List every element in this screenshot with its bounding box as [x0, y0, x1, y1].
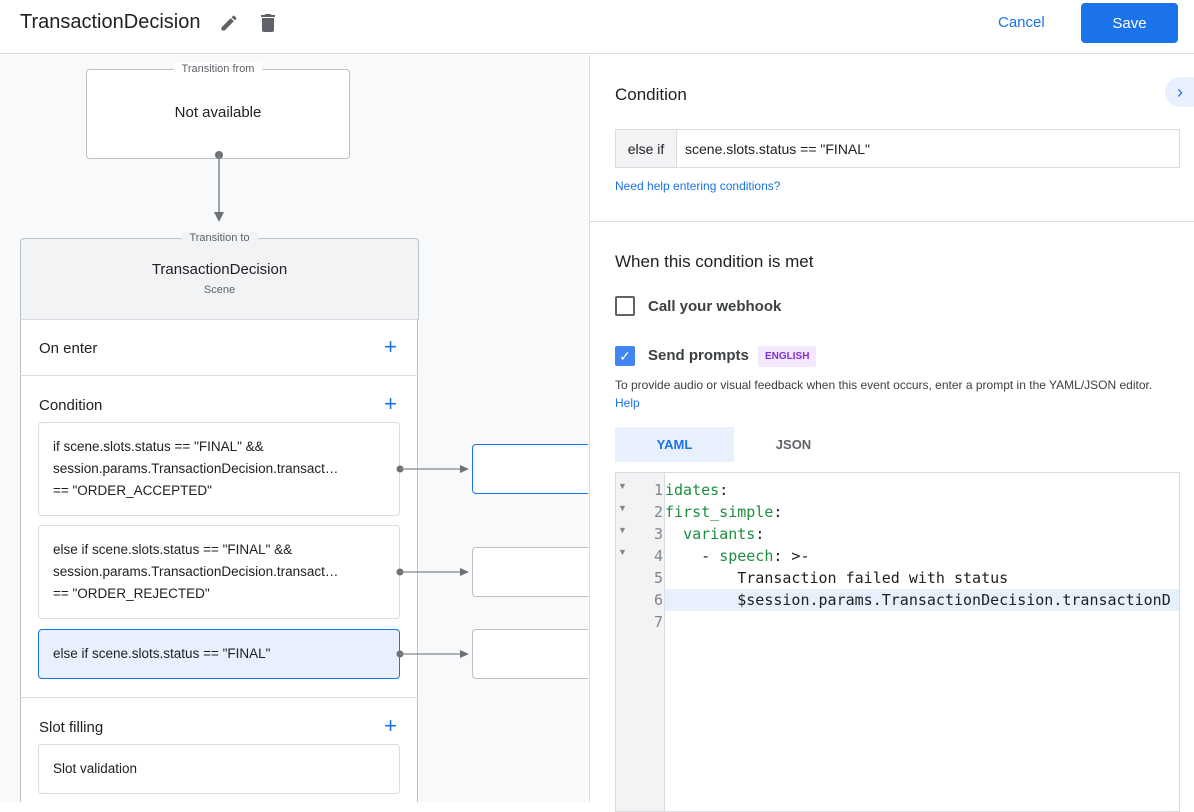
code-line: $session.params.TransactionDecision.tran… — [665, 591, 1171, 609]
line-number: 7 — [653, 613, 663, 631]
editor-gutter — [616, 473, 665, 811]
tab-json[interactable]: JSON — [775, 437, 812, 452]
slot-filling-title: Slot filling — [39, 719, 104, 736]
condition-text: if scene.slots.status == "FINAL" && — [53, 439, 264, 454]
code-token: speech — [719, 547, 774, 565]
transition-from-label: Transition from — [173, 63, 263, 75]
fold-arrow-icon[interactable]: ▼ — [618, 481, 627, 491]
slot-validation-item[interactable]: Slot validation — [38, 744, 400, 794]
code-line: - speech: >- — [665, 547, 810, 565]
fold-arrow-icon[interactable]: ▼ — [618, 547, 627, 557]
code-line: idates: — [665, 481, 728, 499]
code-token — [665, 569, 737, 587]
code-token: first_simple — [665, 503, 774, 521]
collapse-panel-chevron-icon[interactable]: › — [1165, 77, 1194, 107]
transition-from-value: Not available — [174, 104, 262, 121]
fold-arrow-icon[interactable]: ▼ — [618, 503, 627, 513]
condition-text: == "ORDER_REJECTED" — [53, 586, 210, 601]
condition-text: == "ORDER_ACCEPTED" — [53, 483, 212, 498]
condition-item[interactable]: else if scene.slots.status == "FINAL" &&… — [38, 525, 400, 619]
edit-icon[interactable] — [219, 13, 239, 33]
code-token: - — [665, 547, 720, 565]
on-enter-title: On enter — [39, 340, 98, 357]
flow-canvas[interactable]: Transition from Not available Transition… — [0, 55, 588, 802]
add-on-enter-icon[interactable]: + — [384, 334, 397, 359]
code-line: first_simple: — [665, 503, 782, 521]
line-number: 2 — [653, 503, 663, 521]
condition-item[interactable]: else if scene.slots.status == "FINAL" — [38, 629, 400, 679]
scene-name: TransactionDecision — [151, 261, 288, 278]
code-token: : — [719, 481, 729, 499]
condition-arrow — [396, 568, 469, 576]
line-number: 5 — [653, 569, 663, 587]
help-conditions-link[interactable]: Need help entering conditions? — [615, 179, 781, 193]
condition-arrow — [396, 650, 469, 658]
language-badge: ENGLISH — [758, 346, 817, 367]
condition-panel: › Condition else if scene.slots.status =… — [589, 55, 1194, 812]
on-enter-section: On enter + — [20, 319, 418, 376]
code-line: Transaction failed with status — [665, 569, 1008, 587]
condition-text: session.params.TransactionDecision.trans… — [53, 461, 339, 476]
condition-arrow — [396, 465, 469, 473]
save-button[interactable]: Save — [1081, 3, 1178, 43]
add-condition-icon[interactable]: + — [384, 391, 397, 416]
code-token: variants — [683, 525, 756, 543]
code-token: $session.params.TransactionDecision.tran… — [737, 591, 1171, 609]
code-token — [665, 591, 737, 609]
send-prompts-checkbox[interactable]: ✓ — [615, 346, 635, 366]
code-token: : >- — [773, 547, 810, 565]
code-token: : — [773, 503, 783, 521]
condition-heading: Condition — [615, 85, 687, 104]
slot-validation-label: Slot validation — [53, 761, 138, 776]
line-number: 6 — [653, 591, 663, 609]
condition-prefix: else if — [616, 130, 677, 167]
code-token: Transaction failed with status — [737, 569, 1009, 587]
send-prompts-label: Send prompts — [648, 347, 749, 364]
transition-arrow — [214, 151, 224, 222]
fold-arrow-icon[interactable]: ▼ — [618, 525, 627, 535]
webhook-checkbox[interactable] — [615, 296, 635, 316]
transition-target-card[interactable] — [472, 444, 588, 494]
delete-icon[interactable] — [256, 10, 280, 36]
condition-text: session.params.TransactionDecision.trans… — [53, 564, 339, 579]
add-slot-icon[interactable]: + — [384, 713, 397, 738]
help-link[interactable]: Help — [615, 396, 640, 410]
page-title: TransactionDecision — [20, 11, 201, 33]
code-token: : — [755, 525, 765, 543]
cancel-button[interactable]: Cancel — [998, 14, 1045, 31]
top-bar: TransactionDecision Cancel Save — [0, 0, 1194, 54]
transition-target-card[interactable] — [472, 547, 588, 597]
line-number: 1 — [653, 481, 663, 499]
divider — [590, 221, 1194, 222]
scene-header[interactable]: Transition to TransactionDecision Scene — [20, 232, 419, 320]
condition-text: else if scene.slots.status == "FINAL" — [53, 646, 271, 661]
code-line: variants: — [665, 525, 764, 543]
active-line-highlight — [665, 589, 1179, 611]
line-number: 3 — [653, 525, 663, 543]
condition-input-group: else if scene.slots.status == "FINAL" — [615, 129, 1180, 168]
code-token — [665, 525, 683, 543]
condition-text: else if scene.slots.status == "FINAL" && — [53, 542, 293, 557]
line-number: 4 — [653, 547, 663, 565]
transition-to-label: Transition to — [181, 232, 258, 244]
transition-target-card[interactable] — [472, 629, 588, 679]
condition-title: Condition — [39, 397, 103, 414]
prompt-description: To provide audio or visual feedback when… — [615, 376, 1175, 412]
condition-item[interactable]: if scene.slots.status == "FINAL" && sessi… — [38, 422, 400, 516]
tab-yaml[interactable]: YAML — [615, 427, 734, 462]
webhook-label: Call your webhook — [648, 298, 782, 315]
code-token: idates — [665, 481, 720, 499]
scene-type: Scene — [203, 284, 236, 296]
condition-input[interactable]: scene.slots.status == "FINAL" — [685, 140, 871, 157]
transition-from-card: Transition from Not available — [86, 63, 350, 159]
description-text: To provide audio or visual feedback when… — [615, 378, 1153, 392]
met-heading: When this condition is met — [615, 252, 814, 271]
